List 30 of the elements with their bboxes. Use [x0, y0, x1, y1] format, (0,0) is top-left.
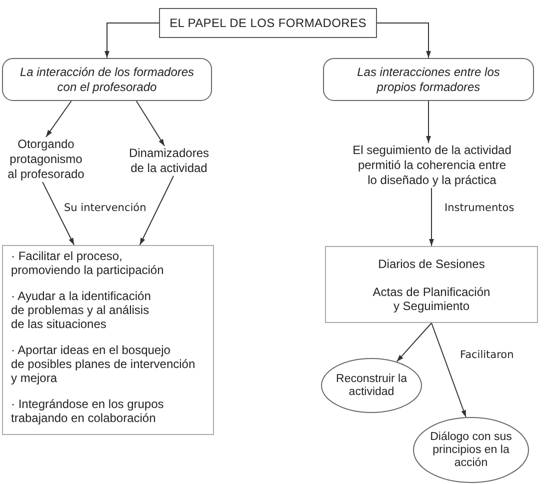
edge-label: Instrumentos — [444, 202, 514, 214]
instrument-text: Actas de Planificación y Seguimiento — [372, 284, 490, 312]
arrow — [42, 182, 75, 246]
arrow — [139, 176, 174, 246]
arrow — [426, 100, 431, 144]
outcome-text: Reconstruir la actividad — [336, 372, 407, 398]
heading-text: La interacción de los formadores con el profesorado — [20, 65, 194, 94]
title-box — [159, 8, 377, 38]
rounded-box — [323, 58, 534, 101]
outcome-text: Diálogo con sus principios en la acción — [430, 430, 512, 470]
concept-text: El seguimiento de la actividad permitió la coherencia entre lo diseñado y la práctica — [352, 143, 512, 188]
title-text: EL PAPEL DE LOS FORMADORES — [170, 16, 366, 30]
arrow — [46, 100, 72, 138]
bullet-item: · Aportar ideas en el bosquejo de posibles planes de intervención y mejora — [11, 343, 196, 385]
arrow — [376, 22, 431, 58]
heading-text: Las interacciones entre los propios formadores — [357, 65, 500, 94]
list-box — [2, 245, 214, 435]
bullet-item: · Facilitar el proceso, promoviendo la participación — [11, 249, 164, 277]
bullet-item: · Integrándose en los grupos trabajando en colaboración — [11, 397, 164, 425]
concept-text: Dinamizadores de la actividad — [128, 146, 210, 176]
arrow — [136, 100, 165, 146]
bullet-item: · Ayudar a la identificación de problemas y al análisis de las situaciones — [11, 289, 151, 331]
instrument-text: Diarios de Sesiones — [378, 256, 485, 270]
arrow — [396, 322, 432, 362]
concept-text: Otorgando protagonismo al profesorado — [8, 137, 84, 182]
instrument-box — [325, 246, 538, 323]
rounded-box — [2, 58, 212, 101]
arrow — [431, 322, 466, 418]
arrow — [429, 188, 434, 246]
arrow — [104, 22, 160, 58]
